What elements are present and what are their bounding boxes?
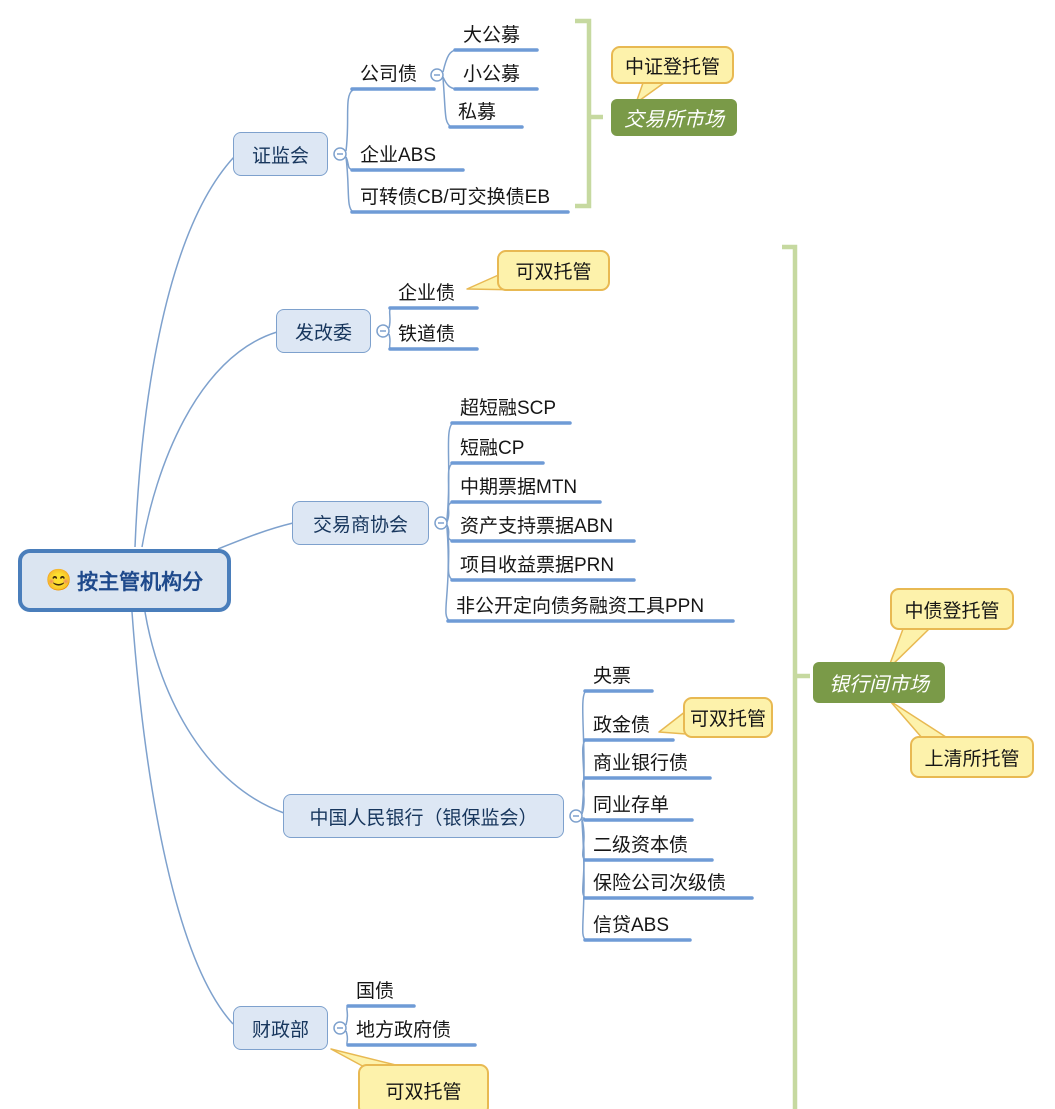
branch-label: 财政部 [251, 1019, 309, 1041]
topic-scp[interactable]: 超短融SCP [460, 398, 557, 419]
callout-cdc-custody[interactable]: 中债登托管 [890, 588, 1014, 630]
topic-ppn[interactable]: 非公开定向债务融资工具PPN [456, 596, 705, 617]
topic-corporate-bond[interactable]: 公司债 [360, 64, 418, 85]
root-branch-curves [131, 156, 294, 1025]
callout-mof-dual-custody[interactable]: 可双托管 [358, 1064, 489, 1109]
topic-ncd[interactable]: 同业存单 [593, 795, 670, 816]
branch-label: 发改委 [294, 322, 352, 344]
topic-prn[interactable]: 项目收益票据PRN [460, 555, 615, 576]
market-exchange[interactable]: 交易所市场 [611, 99, 737, 136]
topic-cp[interactable]: 短融CP [460, 438, 525, 459]
branch-label: 证监会 [251, 145, 309, 167]
callout-csdc-custody[interactable]: 中证登托管 [611, 46, 734, 84]
topic-central-bank-bill[interactable]: 央票 [593, 666, 632, 687]
market-interbank[interactable]: 银行间市场 [813, 662, 945, 703]
topic-railway-bond[interactable]: 铁道债 [398, 324, 456, 345]
collapse-icon[interactable] [333, 147, 347, 161]
branch-node-mof[interactable]: 财政部 [233, 1006, 328, 1050]
collapse-icon[interactable] [434, 516, 448, 530]
topic-enterprise-abs[interactable]: 企业ABS [360, 145, 437, 166]
topic-treasury-bond[interactable]: 国债 [356, 981, 395, 1002]
topic-policy-bank-bond[interactable]: 政金债 [593, 715, 651, 736]
topic-underlines [346, 48, 754, 1047]
branch-node-pboc[interactable]: 中国人民银行（银保监会） [283, 794, 564, 838]
interbank-market-bracket [782, 244, 810, 1109]
topic-private-placement[interactable]: 私募 [458, 102, 497, 123]
callout-pboc-dual-custody[interactable]: 可双托管 [683, 697, 773, 738]
root-label: 按主管机构分 [77, 570, 204, 594]
topic-mtn[interactable]: 中期票据MTN [460, 477, 578, 498]
collapse-icon[interactable] [376, 324, 390, 338]
collapse-icon[interactable] [569, 809, 583, 823]
topic-small-public-offering[interactable]: 小公募 [463, 64, 521, 85]
smiley-icon: 😊 [45, 568, 73, 592]
branch-node-ndrc[interactable]: 发改委 [276, 309, 371, 353]
topic-convertible-exchangeable-bond[interactable]: 可转债CB/可交换债EB [360, 187, 551, 208]
callout-shch-custody[interactable]: 上清所托管 [910, 736, 1034, 778]
branch-label: 中国人民银行（银保监会） [309, 807, 538, 829]
callout-tails [330, 79, 950, 1070]
topic-large-public-offering[interactable]: 大公募 [463, 25, 521, 46]
collapse-icon[interactable] [333, 1021, 347, 1035]
topic-commercial-bank-bond[interactable]: 商业银行债 [593, 753, 689, 774]
topic-credit-abs[interactable]: 信贷ABS [593, 915, 670, 936]
root-node[interactable]: 😊 按主管机构分 [18, 549, 231, 612]
collapse-icon[interactable] [430, 68, 444, 82]
branch-node-nafmii[interactable]: 交易商协会 [292, 501, 429, 545]
topic-enterprise-bond[interactable]: 企业债 [398, 283, 456, 304]
topic-tier2-capital-bond[interactable]: 二级资本债 [593, 835, 689, 856]
branch-label: 交易商协会 [312, 514, 408, 536]
branch-node-csrc[interactable]: 证监会 [233, 132, 328, 176]
topic-insurance-subordinated-bond[interactable]: 保险公司次级债 [593, 873, 727, 894]
callout-ndrc-dual-custody[interactable]: 可双托管 [497, 250, 610, 291]
topic-local-government-bond[interactable]: 地方政府债 [356, 1020, 452, 1041]
topic-abn[interactable]: 资产支持票据ABN [460, 516, 614, 537]
exchange-market-bracket [575, 18, 603, 209]
